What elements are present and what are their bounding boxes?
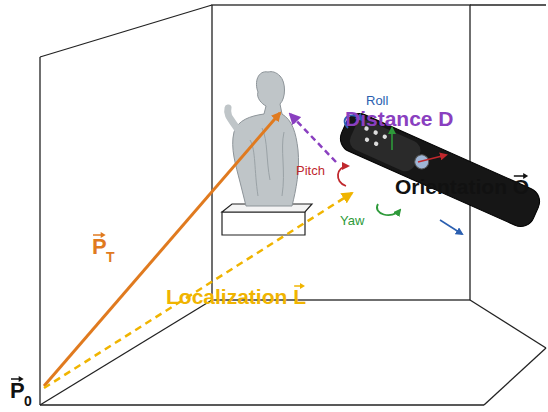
orientation-label: Orientation O [395, 176, 529, 197]
origin-subscript: 0 [24, 394, 32, 408]
yaw-label: Yaw [340, 214, 364, 227]
pitch-label: Pitch [296, 164, 325, 177]
vector-label: P [92, 236, 107, 258]
vector-subscript: T [106, 250, 115, 264]
distance-label: Distance D [345, 108, 454, 129]
localization-label: Localization L [166, 286, 306, 307]
origin-label: P [10, 380, 25, 402]
statue [222, 72, 312, 235]
roll-label: Roll [366, 94, 388, 107]
